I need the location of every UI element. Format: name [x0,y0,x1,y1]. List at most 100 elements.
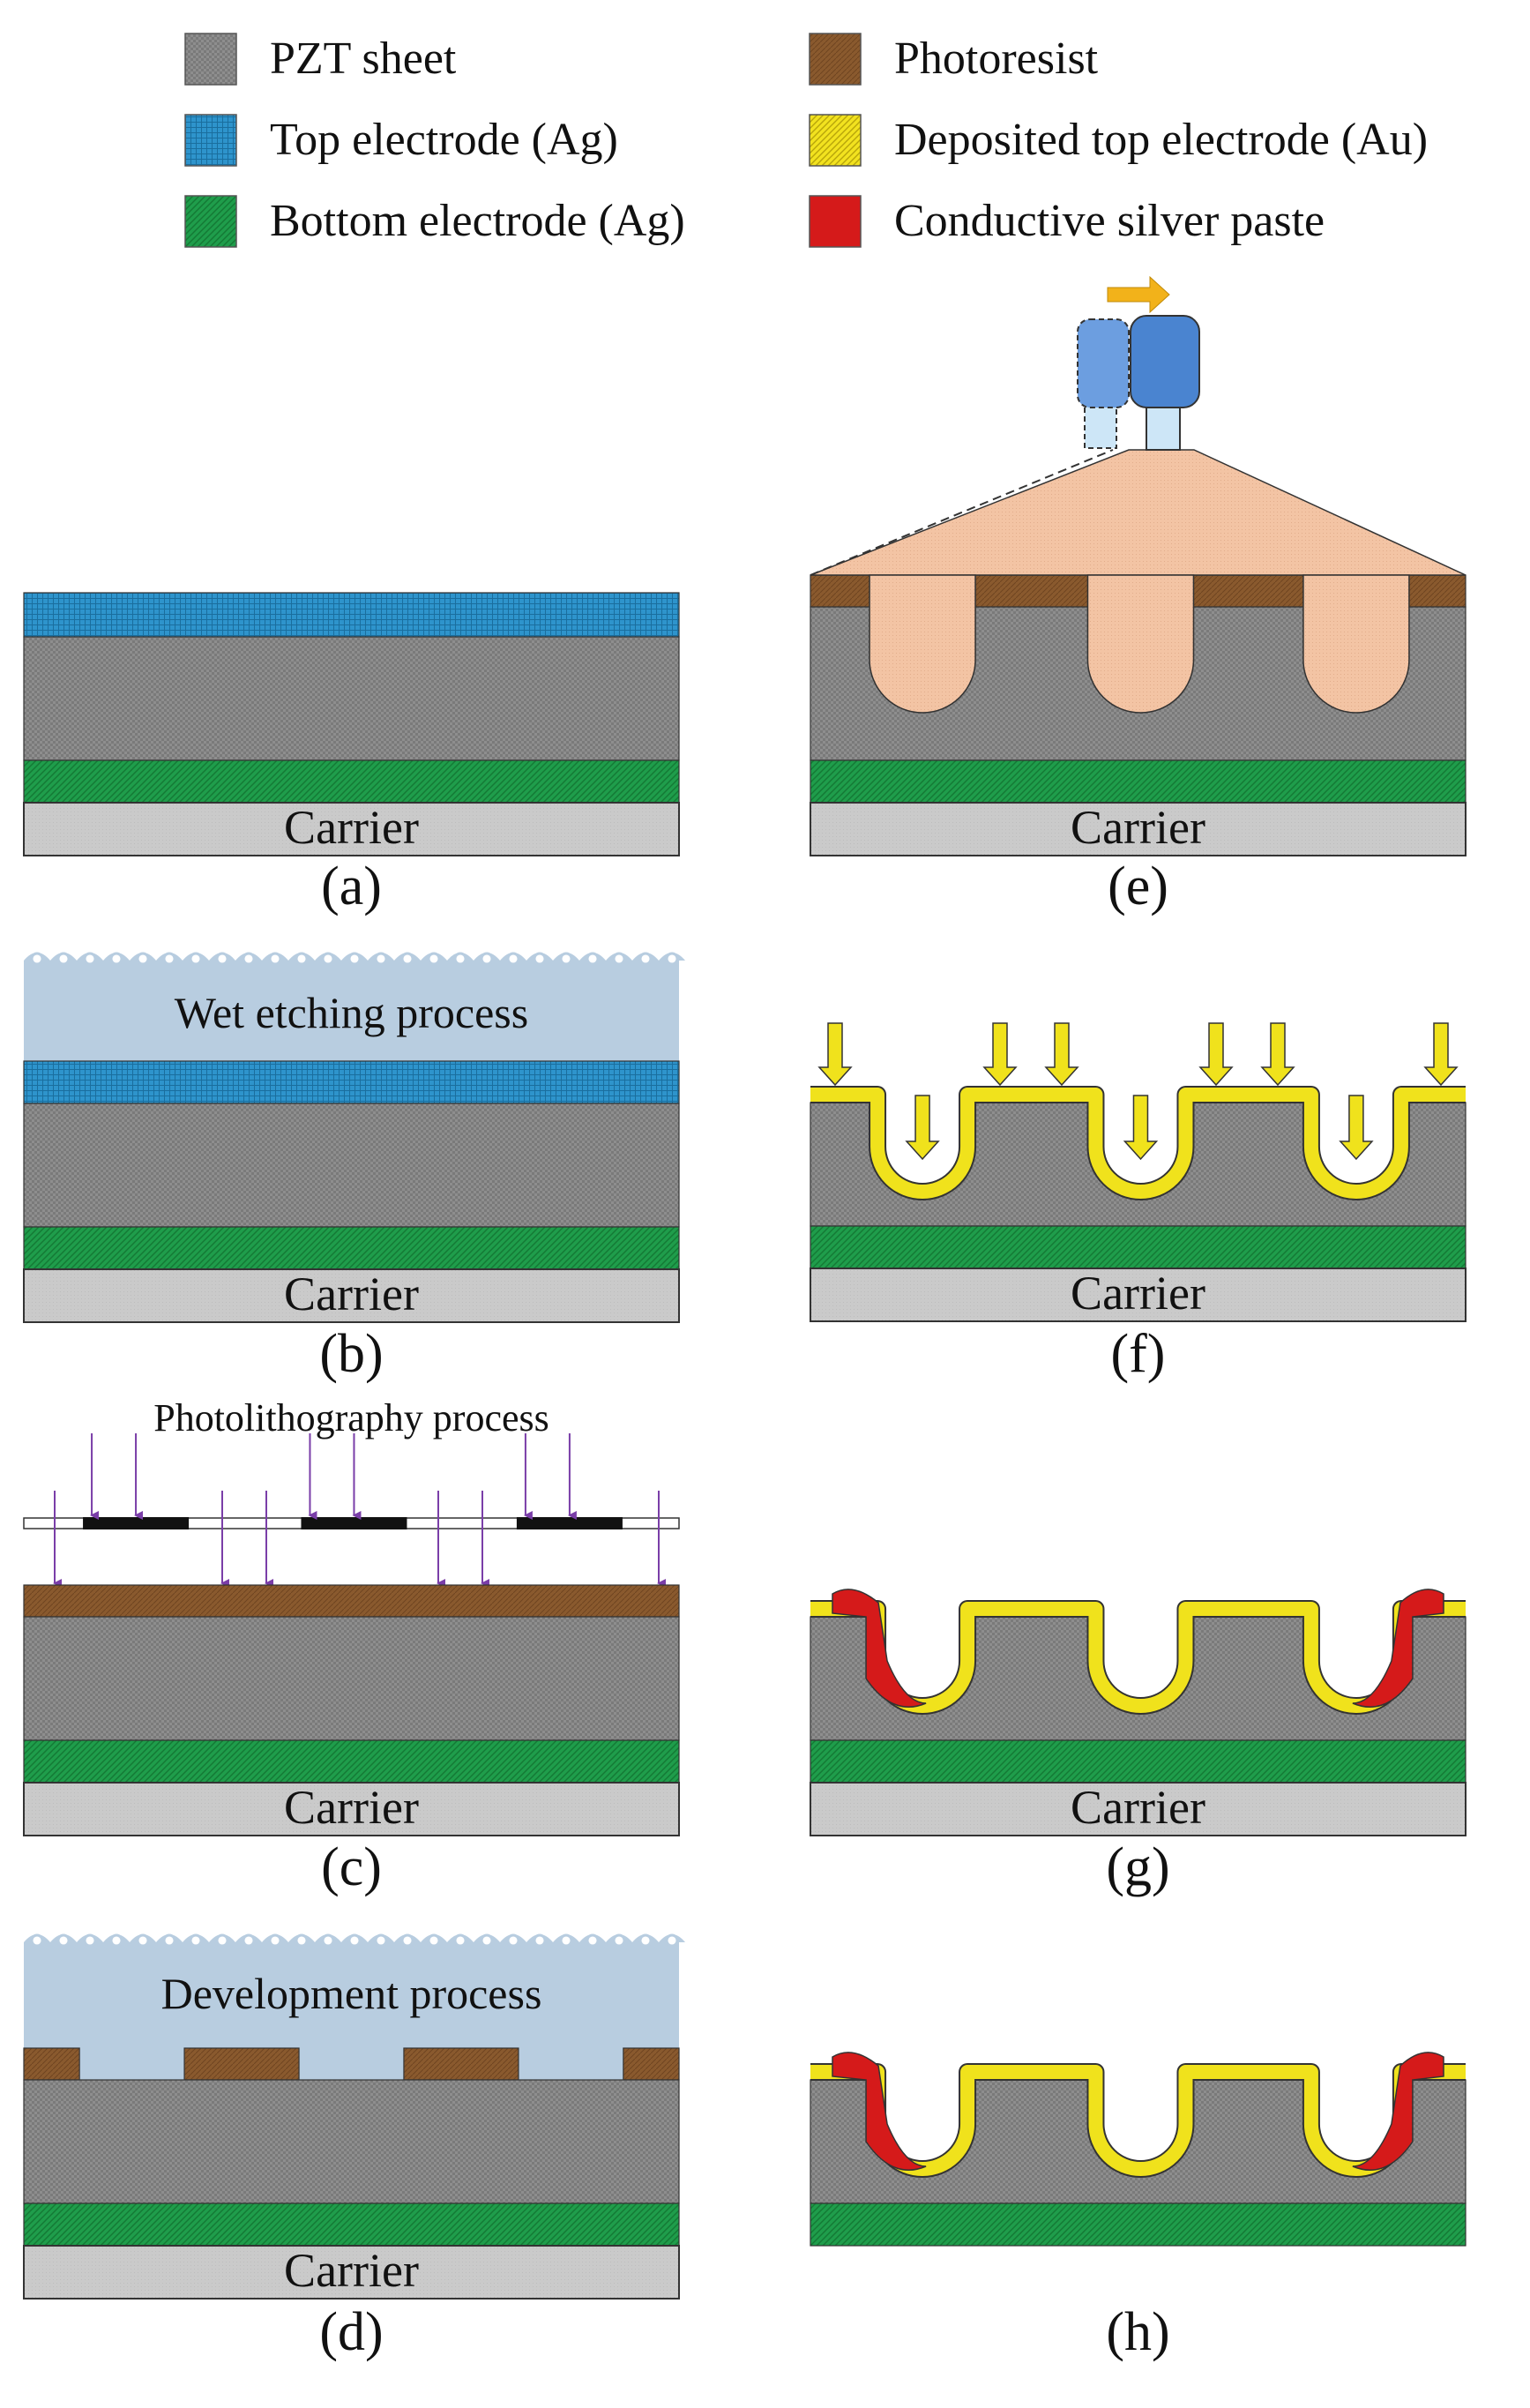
panel-f-deposition-arrow [817,1022,853,1087]
panel-f-deposition-arrow [1260,1022,1295,1087]
panel-h: (h) [810,2052,1467,2362]
panel-e-label: (e) [1108,856,1168,916]
panel-b-etchant-wave-curl [612,952,626,966]
panel-a-bottom-electrode [23,759,680,804]
panel-d-photoresist-segment [403,2047,519,2081]
panel-f-label: (f) [1111,1324,1166,1384]
panel-d-developer-wave-curl [427,1933,441,1948]
panel-b-etchant-wave-curl [374,952,388,966]
panel-e-nozzle-tip-ghost [1084,405,1117,449]
legend-swatch-silver_paste [809,195,862,248]
panel-b-pzt [23,1103,680,1228]
legend-swatch-top_ag [184,114,237,167]
panel-d-developer-wave-curl [321,1933,335,1948]
panel-f-carrier-label: Carrier [1071,1267,1205,1320]
panel-f-deposition-arrow [1044,1022,1079,1087]
panel-h-pzt [810,2079,1467,2204]
panel-d-developer [24,1933,685,2080]
panel-f-deposition-arrow [982,1022,1018,1087]
panel-e-spray-cone [810,449,1467,576]
panel-e-carrier [810,802,1467,856]
panel-g-label: (g) [1106,1837,1169,1897]
panel-f-bottom-electrode [810,1225,1467,1269]
panel-e-paste-fill [1086,574,1195,714]
panel-e-bottom-electrode [810,759,1467,804]
legend-label-silver_paste: Conductive silver paste [894,196,1325,246]
panel-g-pzt [810,1616,1467,1741]
panel-b-etchant-wave-curl [83,952,97,966]
panel-d-developer-wave-curl [215,1933,229,1948]
panel-e-photoresist-segment [974,574,1089,608]
panel-a-label: (a) [321,856,382,916]
panel-d-photoresist-segment [183,2047,300,2081]
panel-b-etchant-wave-curl [453,952,467,966]
panel-c-process-label: Photolithography process [153,1396,549,1440]
panel-b-etchant-bath [24,961,679,1063]
panel-a: Carrier(a) [23,592,680,916]
panel-f-au-electrode [810,1088,1466,1199]
panel-c-photoresist [23,1584,680,1618]
panel-d-photoresist-segment [623,2047,680,2081]
panel-b-carrier-label: Carrier [284,1268,419,1320]
panel-f-deposition-arrow [1423,1022,1459,1087]
panel-c-pzt [23,1616,680,1741]
panel-b-etchant-wave-curl [321,952,335,966]
panel-b-bottom-electrode [23,1226,680,1270]
panel-d-carrier-label: Carrier [284,2244,419,2297]
panel-g-bottom-electrode [810,1739,1467,1784]
panel-b-carrier [23,1268,680,1323]
panel-b-top-electrode [23,1060,680,1104]
panel-c-carrier [23,1782,680,1836]
panel-e: Carrier(e) [810,275,1467,916]
panel-d-developer-wave-curl [586,1933,600,1948]
panel-b-label: (b) [319,1324,383,1384]
panel-b-etchant-wave-curl [136,952,150,966]
panel-e-carrier-label: Carrier [1071,801,1205,854]
panel-c-carrier-label: Carrier [284,1781,419,1834]
panel-d-developer-wave-curl [533,1933,547,1948]
panel-d-developer-bath [24,1942,679,2080]
legend-swatch-photoresist [809,33,862,86]
panel-d-developer-wave-curl [162,1933,176,1948]
panel-e-move-arrow-icon [1107,275,1170,314]
panel-c-mask-opaque [301,1517,407,1529]
panel-b-etchant-wave-curl [162,952,176,966]
panel-a-pzt [23,636,680,761]
panel-d-developer-wave-curl [400,1933,414,1948]
panel-c-mask-opaque [516,1517,623,1529]
panel-b-etchant-wave-curl [665,952,679,966]
panel-b-etchant-wave-curl [30,952,44,966]
panel-g-carrier [810,1782,1467,1836]
panel-d-developer-wave-curl [295,1933,309,1948]
legend-label-bottom_ag: Bottom electrode (Ag) [270,196,685,246]
panel-a-carrier-label: Carrier [284,801,419,854]
panel-d-developer-wave-curl [56,1933,71,1948]
panel-c-label: (c) [321,1837,382,1897]
panel-b-etchant-wave-curl [559,952,573,966]
panel-d-developer-wave-curl [480,1933,494,1948]
panel-g-carrier-label: Carrier [1071,1781,1205,1834]
panel-e-photoresist-segment [810,574,871,608]
panel-d-developer-wave-curl [665,1933,679,1948]
legend-label-top_ag: Top electrode (Ag) [270,115,618,165]
panel-b-etchant-wave-curl [56,952,71,966]
panel-d-label: (d) [319,2302,383,2362]
panel-b-etchant-wave-curl [189,952,203,966]
panel-e-paste-fill [869,574,976,714]
panel-b-etchant-wave-curl [295,952,309,966]
panel-b-etchant-wave-curl [268,952,282,966]
panel-g-au-electrode [810,1602,1466,1713]
panel-d-developer-wave-curl [109,1933,123,1948]
panel-f-deposition-arrow [1198,1022,1234,1087]
panel-d-developer-wave-curl [268,1933,282,1948]
panel-b-etchant-wave-curl [586,952,600,966]
panel-h-label: (h) [1106,2302,1169,2362]
panel-b-etchant-wave-curl [242,952,256,966]
panel-d-pzt [23,2079,680,2204]
panel-d-photoresist-segment [23,2047,80,2081]
